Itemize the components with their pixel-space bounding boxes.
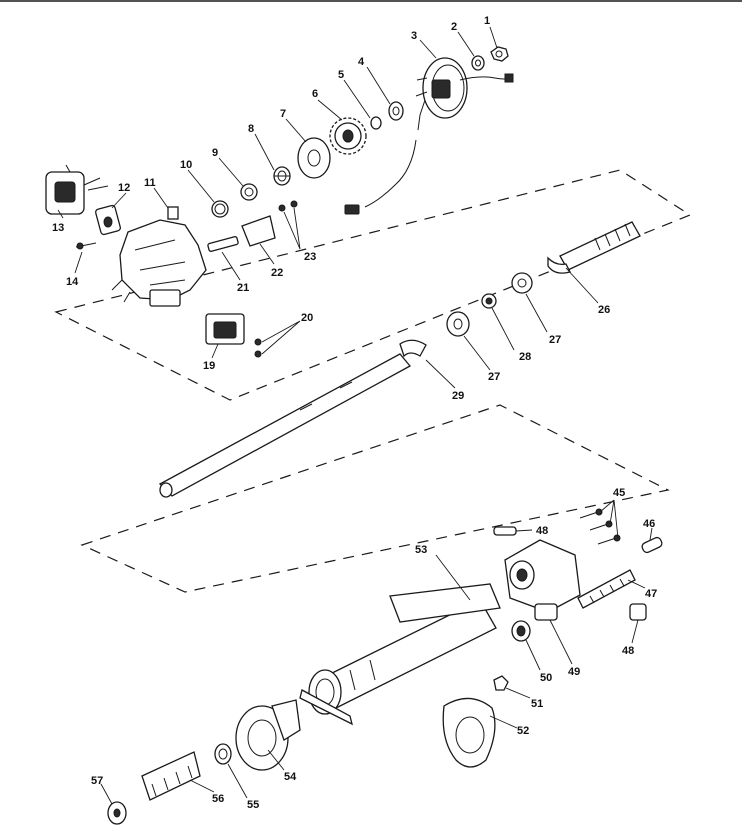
- part-29-lower-shaft: [158, 339, 427, 498]
- part-27-bearing-upper: [511, 272, 533, 294]
- part-4-washer: [388, 101, 404, 121]
- part-49-housing: [504, 539, 581, 621]
- part-19-module: [205, 313, 245, 345]
- callout-53: 53: [415, 544, 427, 556]
- callout-47: 47: [645, 588, 657, 600]
- callout-48-lower: 48: [622, 645, 634, 657]
- part-27-bearing-lower: [446, 311, 470, 337]
- part-20-screws: [254, 338, 262, 358]
- part-9-bearing: [240, 183, 258, 201]
- callout-13: 13: [52, 222, 64, 234]
- callout-20: 20: [301, 312, 313, 324]
- part-45-bolts: [579, 508, 621, 545]
- part-13-switch: [45, 164, 109, 215]
- part-52-bracket: [442, 697, 496, 768]
- part-14-screw: [75, 242, 97, 250]
- part-22-bracket: [241, 215, 276, 247]
- part-28-ring: [481, 293, 497, 309]
- callout-9: 9: [212, 147, 218, 159]
- part-11-bracket: [167, 206, 179, 220]
- callout-19: 19: [203, 360, 215, 372]
- callout-8: 8: [248, 123, 254, 135]
- callout-57: 57: [91, 775, 103, 787]
- part-3-cam-assembly: [344, 57, 514, 215]
- part-10-ring: [211, 200, 229, 218]
- callout-46: 46: [643, 518, 655, 530]
- part-21-rack: [207, 236, 239, 252]
- lower-dashed-group-box: [80, 404, 670, 593]
- part-8-spring: [273, 166, 291, 186]
- part-26-upper-shaft: [547, 221, 641, 274]
- callout-21: 21: [237, 282, 249, 294]
- part-55-ring: [214, 743, 232, 765]
- upper-dashed-group-box: [54, 169, 692, 401]
- callout-55: 55: [247, 799, 259, 811]
- leader-lines: [57, 26, 653, 805]
- part-7-plate: [297, 137, 331, 179]
- part-48-pin-lower: [629, 603, 647, 621]
- part-46-pin: [641, 536, 663, 554]
- callout-26: 26: [598, 304, 610, 316]
- callout-5: 5: [338, 69, 344, 81]
- callout-27-upper: 27: [549, 334, 561, 346]
- part-51-nut: [493, 675, 509, 691]
- callout-6: 6: [312, 88, 318, 100]
- part-12-lock-cylinder: [95, 204, 121, 236]
- part-50-bushing: [511, 620, 531, 642]
- callout-12: 12: [118, 182, 130, 194]
- callout-3: 3: [411, 30, 417, 42]
- callout-29: 29: [452, 390, 464, 402]
- part-54-cover: [235, 699, 301, 771]
- callout-22: 22: [271, 267, 283, 279]
- callout-27-lower: 27: [488, 371, 500, 383]
- lock-housing: [111, 219, 207, 307]
- callout-1: 1: [484, 15, 490, 27]
- callout-11: 11: [144, 177, 156, 189]
- callout-50: 50: [540, 672, 552, 684]
- callout-10: 10: [180, 159, 192, 171]
- part-53-column-jacket: [299, 583, 501, 726]
- callout-54: 54: [284, 771, 297, 783]
- callout-2: 2: [451, 21, 457, 33]
- part-5-ring: [370, 116, 382, 130]
- part-48-pin-upper: [493, 526, 517, 536]
- part-47-spring: [577, 569, 636, 609]
- part-1-nut: [490, 46, 509, 62]
- callout-45: 45: [613, 487, 625, 499]
- callout-23: 23: [304, 251, 316, 263]
- part-23-screws: [278, 200, 298, 212]
- part-57-washer: [107, 801, 127, 825]
- callout-7: 7: [280, 108, 286, 120]
- part-56-spring: [141, 751, 201, 801]
- part-6-gear: [329, 117, 367, 155]
- callout-4: 4: [358, 56, 365, 68]
- callout-49: 49: [568, 666, 580, 678]
- callout-51: 51: [531, 698, 543, 710]
- callout-48-upper: 48: [536, 525, 548, 537]
- callout-14: 14: [66, 276, 79, 288]
- callout-56: 56: [212, 793, 224, 805]
- callout-52: 52: [517, 725, 529, 737]
- part-2-washer: [471, 55, 485, 71]
- callout-28: 28: [519, 351, 531, 363]
